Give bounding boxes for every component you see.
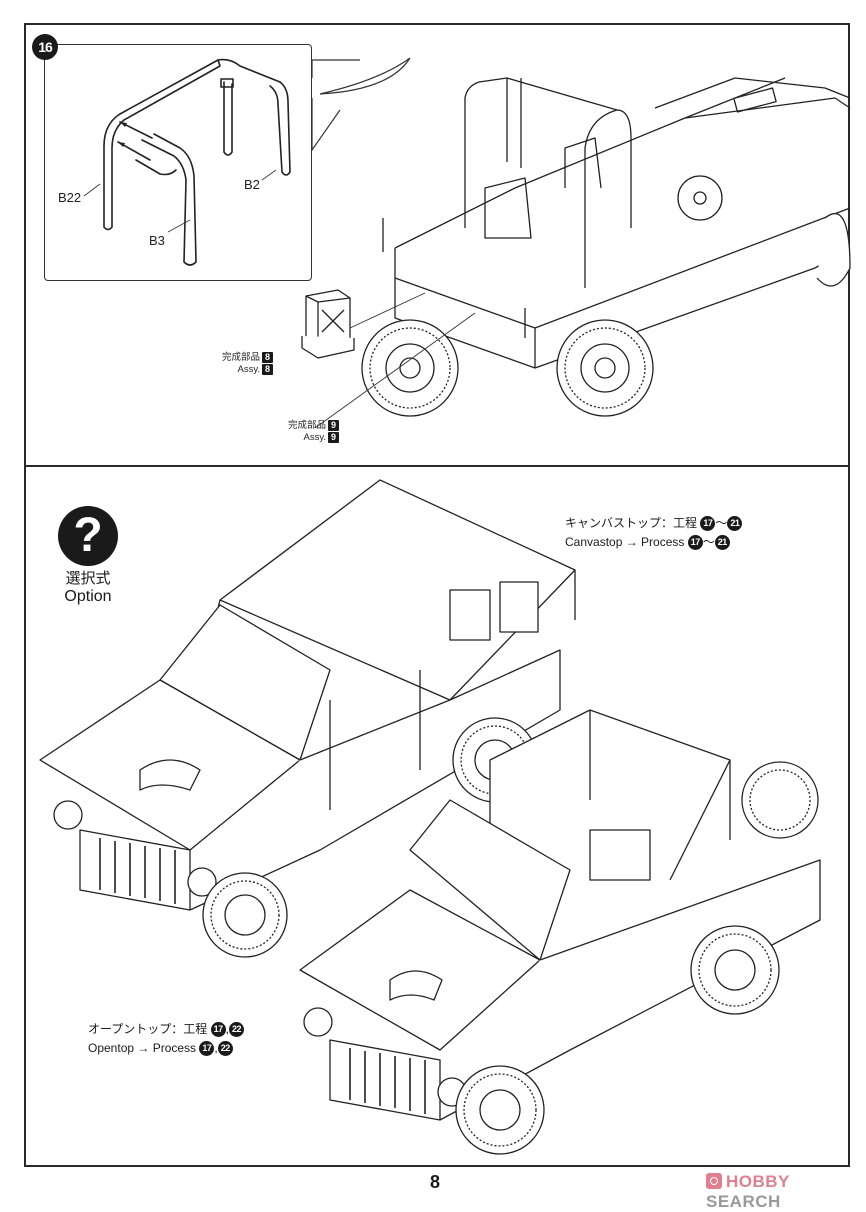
opentop-line-jp: オープントップ：工程 17,22 [88,1020,244,1039]
opentop-line-en: Opentop → Process 17,22 [88,1039,244,1058]
page-frame [24,23,850,1167]
process-badge-17: 17 [687,535,703,551]
callout-pointer [300,50,460,160]
vehicle-rear-view-drawing [355,38,850,448]
opentop-vehicle-drawing [290,700,840,1160]
canvastop-line-jp: キャンバストップ：工程 17～21 [565,514,743,533]
process-badge-21: 21 [714,535,730,551]
canvastop-vehicle-drawing [30,470,590,950]
process-badge-21: 21 [727,516,743,532]
canvastop-line-en: Canvastop → Process 17～21 [565,533,742,552]
hobby-search-logo-icon [706,1173,722,1189]
process-badge-22: 22 [217,1041,233,1057]
part-label-b2: B2 [244,177,260,192]
option-label-jp: 選択式 [65,570,111,587]
process-badge-17: 17 [700,516,716,532]
canvastop-note: キャンバストップ：工程 17～21 Canvastop → Process 17… [565,514,743,552]
question-icon: ? [58,506,118,566]
process-badge-17: 17 [199,1041,215,1057]
option-label-en: Option [64,588,112,605]
step-number-badge: 16 [32,34,58,60]
process-badge-22: 22 [228,1022,244,1038]
opentop-note: オープントップ：工程 17,22 Opentop → Process 17,22 [88,1020,244,1058]
jerry-can-drawing [298,286,358,366]
hobby-search-watermark: HOBBY SEARCH [706,1172,790,1211]
option-indicator: ? 選択式 Option [38,506,138,606]
part-label-b3: B3 [149,233,165,248]
roll-bar-detail-inset [44,44,312,281]
page-number: 8 [430,1172,441,1192]
part-label-b22: B22 [58,190,82,205]
process-badge-17: 17 [210,1022,226,1038]
section-divider [24,465,850,467]
roll-bar-parts-drawing [90,52,300,272]
